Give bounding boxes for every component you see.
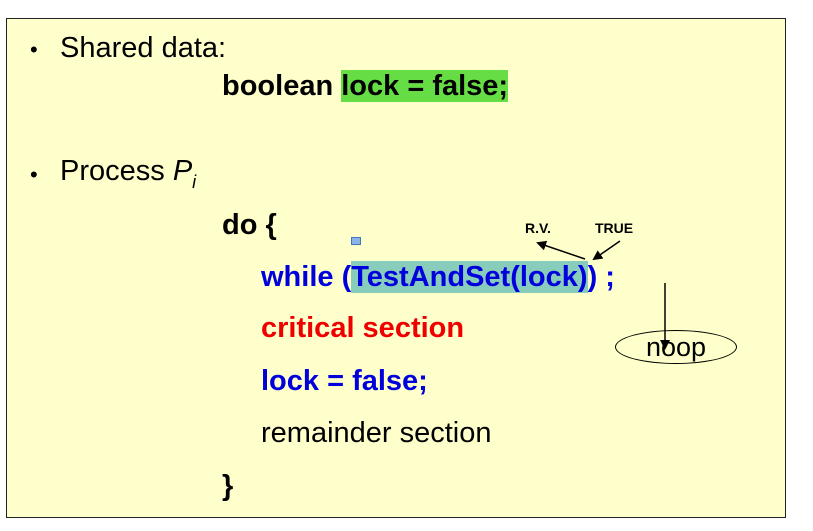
critical-section: critical section [261,312,465,344]
process-symbol: P [172,155,193,187]
decl-type: boolean [222,70,342,102]
rv-arrow [536,240,586,260]
true-label: TRUE [595,220,634,236]
decl-highlight: lock = false; [341,70,509,102]
rv-label: R.V. [525,220,551,236]
noop-ellipse: noop [615,330,737,364]
do-close: } [222,470,234,502]
while-close: ) ; [587,261,615,293]
bullet-dot: • [30,162,38,187]
process-text: Process [60,155,173,187]
boolean-declaration: boolean lock = false; [222,70,509,102]
noop-label: noop [645,331,707,362]
while-line: while (TestAndSet(lock)) ; [261,261,615,293]
lock-release: lock = false; [261,365,428,397]
process-subscript: i [192,172,197,192]
do-open: do { [222,209,277,241]
while-keyword: while ( [261,261,352,293]
bullet-dot: • [30,37,38,62]
process-label: Process Pi [60,155,196,192]
true-arrow [592,240,621,261]
remainder-section: remainder section [261,417,492,449]
selection-handle [351,237,361,245]
shared-data-label: Shared data: [60,32,227,64]
test-and-set-call: TestAndSet(lock) [351,261,588,293]
